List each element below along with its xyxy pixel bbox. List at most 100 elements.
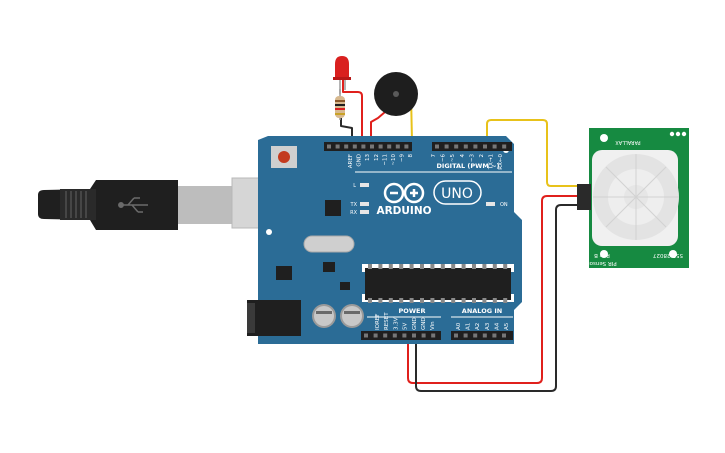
pin-label: ~6 xyxy=(441,154,447,163)
header-pin-hole xyxy=(364,333,368,338)
pin-label: RESET xyxy=(384,312,390,330)
chip-pin xyxy=(399,298,404,303)
header-pin-hole xyxy=(502,144,507,149)
pin-label: A2 xyxy=(475,323,481,330)
chip-pin xyxy=(368,264,372,269)
pir-part-label: 555-28027 xyxy=(653,252,683,258)
header-pin-hole xyxy=(492,333,497,338)
chip-pin xyxy=(451,298,456,303)
chip-pin xyxy=(409,298,414,303)
wire-gnd-black xyxy=(415,204,592,392)
pin-label: GND xyxy=(412,317,418,330)
analog-header-label: ANALOG IN xyxy=(462,307,502,315)
usb-symbol-icon xyxy=(118,197,148,213)
header-pin-hole xyxy=(361,144,366,149)
regulator xyxy=(276,266,292,280)
header-pin-hole xyxy=(435,144,439,149)
pin-label: A3 xyxy=(485,322,491,330)
pin-label: IOREF xyxy=(375,314,381,330)
pin-label: AREF xyxy=(348,154,354,168)
header-pin-hole xyxy=(402,333,407,338)
chip-pin xyxy=(440,298,445,303)
digital-header-left xyxy=(324,142,412,151)
chip-pin xyxy=(461,298,466,303)
header-pin-hole xyxy=(483,144,487,149)
piezo-buzzer xyxy=(374,72,418,116)
header-pin-hole xyxy=(373,333,378,338)
header-pin-hole xyxy=(327,144,331,149)
chip-pin xyxy=(388,264,393,269)
pir-brand-label: PARALLAX xyxy=(615,139,641,145)
header-pin-hole xyxy=(473,144,478,149)
header-pin-hole xyxy=(431,333,436,338)
pir-pin-header xyxy=(577,184,591,210)
header-pin-hole xyxy=(454,144,459,149)
chip-pin xyxy=(492,264,497,269)
uno-badge xyxy=(433,180,482,205)
pin-label: 12 xyxy=(374,154,380,161)
pin-label: 3.3V xyxy=(393,317,399,330)
header-pin-hole xyxy=(492,144,497,149)
chip-pin xyxy=(378,264,383,269)
chip-pin xyxy=(430,264,435,269)
header-pin-hole xyxy=(352,144,357,149)
pin-label: RX←0 xyxy=(498,154,504,170)
wire-pir-out-yellow xyxy=(486,119,592,187)
power-header xyxy=(361,331,441,340)
crystal-oscillator xyxy=(303,235,355,253)
resistor xyxy=(335,89,345,120)
chip-pin xyxy=(388,298,393,303)
usb-grip-lines xyxy=(65,191,87,218)
wire-buzzer-red xyxy=(370,111,386,142)
header-pin-hole xyxy=(473,333,478,338)
chip-pin xyxy=(503,264,508,269)
header-pin-hole xyxy=(395,144,400,149)
header-pin-hole xyxy=(454,333,458,338)
pin-label: 8 xyxy=(408,154,414,158)
led-l-label: L xyxy=(353,183,356,189)
header-pin-hole xyxy=(482,333,487,338)
digital-header-label: DIGITAL (PWM ~) xyxy=(437,162,500,170)
pin-label: TX→1 xyxy=(489,154,495,170)
pin-label: 5V xyxy=(403,323,409,330)
digital-header-right xyxy=(432,142,512,151)
header-pin-hole xyxy=(502,333,506,338)
arduino-uno-board xyxy=(247,136,522,344)
header-pin-hole xyxy=(378,144,383,149)
pin-label: GND xyxy=(357,154,363,167)
header-pin-hole xyxy=(412,333,416,338)
dc-power-jack xyxy=(247,300,301,336)
pin-label: ~11 xyxy=(382,154,388,166)
chip-pin xyxy=(482,298,487,303)
pir-pin-pads xyxy=(600,131,687,258)
pin-label: 7 xyxy=(431,154,437,158)
header-pin-hole xyxy=(383,333,388,338)
header-pin-hole xyxy=(404,144,409,149)
onboard-leds xyxy=(360,183,495,214)
chip-pin xyxy=(440,264,445,269)
brand-label: ARDUINO xyxy=(376,205,431,217)
usb-chip xyxy=(325,200,341,216)
chip-pin xyxy=(472,264,476,269)
pir-dome-icon xyxy=(592,150,679,246)
chip-pin xyxy=(492,298,497,303)
power-header-label: POWER xyxy=(399,307,426,315)
led-tx-label: TX xyxy=(350,202,358,208)
wire-resistor-black xyxy=(340,118,353,142)
chip-pin xyxy=(482,264,487,269)
chip-pin xyxy=(420,264,424,269)
chip-pin xyxy=(399,264,404,269)
pin-label: ~5 xyxy=(450,154,456,163)
pin-label: ~9 xyxy=(400,154,406,163)
pin-label: 2 xyxy=(479,154,485,158)
pir-sensor xyxy=(577,128,689,268)
arduino-logo-icon xyxy=(383,182,425,204)
atmega-chip xyxy=(362,264,514,303)
pin-label: ~10 xyxy=(391,154,397,166)
model-label: UNO xyxy=(441,186,473,202)
header-pin-hole xyxy=(344,144,349,149)
pin-label: ~3 xyxy=(469,154,475,163)
